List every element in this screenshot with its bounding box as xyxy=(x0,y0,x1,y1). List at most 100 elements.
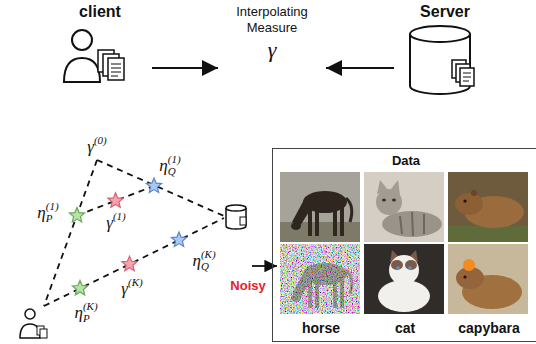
dashed-path xyxy=(44,218,224,306)
server-icon-small xyxy=(226,205,246,229)
symbol-base: η xyxy=(159,156,167,175)
photo-background xyxy=(280,172,360,242)
p-star xyxy=(69,208,84,222)
cat-head xyxy=(389,255,419,285)
document xyxy=(108,58,124,80)
point-label: ηP(1) xyxy=(35,201,60,224)
orange-on-head xyxy=(463,259,475,271)
client-icon xyxy=(64,30,124,82)
horse-tail xyxy=(346,198,352,222)
cat-photo xyxy=(364,244,444,314)
symbol-base: η xyxy=(37,203,45,222)
superscript: (1) xyxy=(46,201,59,212)
noisy-arrow xyxy=(252,265,277,267)
superscript: (1) xyxy=(113,211,126,222)
symbol-base: γ xyxy=(87,137,94,156)
document-lines xyxy=(111,64,121,76)
cat-head xyxy=(376,189,402,215)
person-head xyxy=(25,309,35,319)
point-label: γ(1) xyxy=(104,211,128,234)
horse-leg xyxy=(333,206,337,236)
document-lines xyxy=(463,73,471,81)
symbol-base: η xyxy=(192,251,200,270)
server-icon xyxy=(410,26,474,94)
capybara-head xyxy=(455,193,483,215)
gamma-star xyxy=(108,193,123,207)
subscript: Q xyxy=(201,261,209,272)
photo-background xyxy=(364,172,444,242)
cat-patch xyxy=(391,260,403,270)
noise-field xyxy=(280,244,360,314)
horse-head xyxy=(291,222,301,230)
photo-background xyxy=(448,172,528,242)
measure-label: Interpolating Measure xyxy=(220,4,324,36)
gamma-star xyxy=(122,256,137,270)
q-star xyxy=(146,178,161,192)
horse-photo xyxy=(280,172,360,242)
symbol-base: η xyxy=(74,303,82,322)
data-panel: Data horse cat capybara xyxy=(272,148,536,342)
dashed-path xyxy=(44,160,97,306)
person-head xyxy=(72,30,92,50)
subscript: Q xyxy=(168,166,176,177)
subscript: P xyxy=(46,213,53,224)
faint-horse xyxy=(291,263,352,308)
flow-arrow xyxy=(326,67,394,69)
actor-label: client xyxy=(50,2,150,22)
cat-eye xyxy=(392,199,396,202)
document xyxy=(240,217,246,225)
interpolation-paths xyxy=(44,160,224,306)
point-label: γ(K) xyxy=(119,277,144,300)
superscript: (K) xyxy=(128,277,143,288)
symbol-base: γ xyxy=(106,213,113,232)
cat-patch xyxy=(405,260,417,270)
class-label: cat xyxy=(395,319,415,337)
noisy-label: Noisy xyxy=(228,278,267,294)
capybara-photo xyxy=(448,172,528,242)
cat-stripes xyxy=(400,212,424,236)
photo-ground xyxy=(448,226,528,242)
superscript: (K) xyxy=(201,249,216,260)
subscript: P xyxy=(83,313,90,324)
flow-arrow xyxy=(152,67,218,69)
point-label: γ(0) xyxy=(85,135,109,158)
capybara-photo xyxy=(448,244,528,314)
class-label: horse xyxy=(302,319,340,337)
actor-label: Server xyxy=(396,2,494,22)
cat-eye xyxy=(408,266,412,270)
cat-photo xyxy=(364,172,444,242)
point-label: ηP(K) xyxy=(72,301,99,324)
database-top xyxy=(226,205,246,211)
document xyxy=(40,329,47,338)
client-icon-small xyxy=(20,309,47,338)
horse-figure xyxy=(291,191,352,236)
capybara-ear xyxy=(471,190,477,196)
p-star xyxy=(72,280,87,294)
measure-symbol: γ xyxy=(220,36,324,64)
photo-ground xyxy=(280,222,360,242)
horse-leg xyxy=(308,206,312,236)
document xyxy=(460,68,474,86)
panel-title: Data xyxy=(273,153,536,169)
cat-eye xyxy=(382,199,386,202)
symbol-base: γ xyxy=(121,279,128,298)
point-label: ηQ(1) xyxy=(157,154,182,177)
database-top xyxy=(410,26,470,42)
server-actor: Server xyxy=(396,0,494,98)
point-label: ηQ(K) xyxy=(190,249,217,272)
superscript: (K) xyxy=(83,301,98,312)
interpolating-measure: Interpolating Measureγ xyxy=(220,4,324,72)
horse-leg xyxy=(340,206,344,236)
photo-background xyxy=(448,244,528,314)
superscript: (1) xyxy=(168,154,181,165)
class-label: capybara xyxy=(458,319,519,337)
capybara-eye xyxy=(463,199,466,202)
noisy-horse-photo xyxy=(280,244,360,314)
cat-body xyxy=(382,211,442,237)
capybara-eye xyxy=(463,275,466,278)
q-star xyxy=(171,232,186,246)
photo-background xyxy=(364,244,444,314)
client-actor: client xyxy=(50,0,150,92)
cat-eye xyxy=(396,266,400,270)
person-body xyxy=(64,58,100,82)
